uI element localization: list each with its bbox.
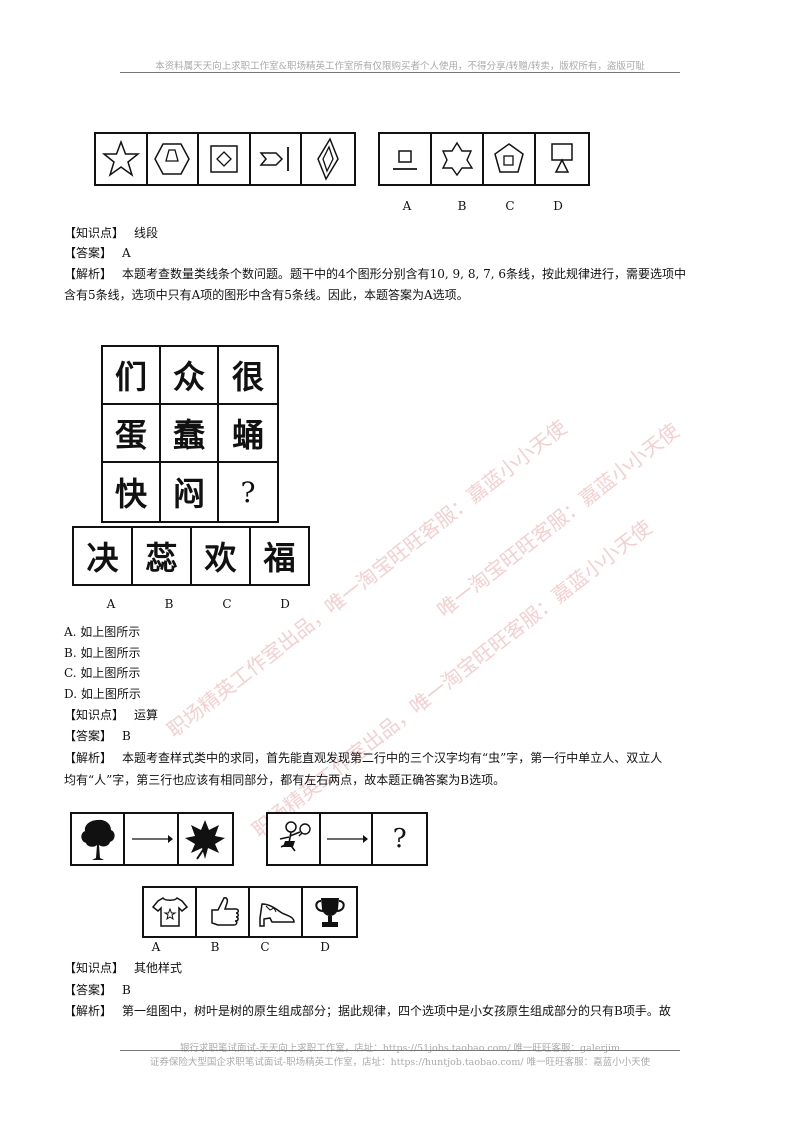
question-mark: ? xyxy=(392,824,407,854)
footer-line-2: 证券保险大型国企求职笔试面试-职场精英工作室，店址：https://huntjo… xyxy=(149,1057,651,1068)
answer-tag: 【答案】 xyxy=(64,983,113,997)
q3-option-figures xyxy=(142,886,358,938)
q2-knowledge: 【知识点】运算 xyxy=(64,705,158,725)
square-triangle-icon xyxy=(536,134,588,184)
square-diamond-icon xyxy=(199,134,251,184)
analysis-tag: 【解析】 xyxy=(64,1004,113,1018)
grid-char: 众 xyxy=(161,347,219,405)
q2-option-label: D xyxy=(280,597,290,611)
trophy-icon xyxy=(303,888,356,936)
q2-answer: 【答案】 B xyxy=(64,726,131,746)
grid-char: 们 xyxy=(103,347,161,405)
knowledge-value: 其他样式 xyxy=(134,961,183,975)
q3-option-label: D xyxy=(320,940,330,954)
grid-char: 蠢 xyxy=(161,405,219,463)
knowledge-tag: 【知识点】 xyxy=(64,708,125,722)
option-char: 欢 xyxy=(192,528,251,584)
q2-option-label: B xyxy=(164,597,174,611)
analysis-tag: 【解析】 xyxy=(64,751,113,765)
option-char: 福 xyxy=(263,539,296,577)
option-char: 决 xyxy=(74,528,133,584)
tshirt-icon xyxy=(144,888,197,936)
arrow-right-icon xyxy=(125,814,179,864)
q1-option-label: A xyxy=(402,199,412,213)
option-char: 蕊 xyxy=(133,528,192,584)
knowledge-value: 线段 xyxy=(134,226,159,240)
answer-value: B xyxy=(122,983,131,997)
analysis-tag: 【解析】 xyxy=(64,267,113,281)
header-divider xyxy=(120,72,680,73)
q1-knowledge: 【知识点】线段 xyxy=(64,223,158,243)
q3-answer: 【答案】 B xyxy=(64,980,131,1000)
analysis-text: 第一组图中，树叶是树的原生组成部分；据此规律，四个选项中是小女孩原生组成部分的只… xyxy=(122,1004,671,1018)
q1-analysis-line: 【解析】本题考查数量类线条个数问题。题干中的4个图形分别含有10, 9, 8, … xyxy=(64,264,686,284)
square-underline-icon xyxy=(380,134,432,184)
thumbs-up-icon xyxy=(197,888,250,936)
arrow-bar-icon xyxy=(251,134,303,184)
q1-option-label: D xyxy=(553,199,563,213)
arrow-right-icon xyxy=(321,814,374,864)
leaf-icon xyxy=(179,814,232,864)
q1-answer: 【答案】 A xyxy=(64,243,131,263)
q2-option-label: A xyxy=(106,597,116,611)
answer-tag: 【答案】 xyxy=(64,246,113,260)
grid-char: 闷 xyxy=(161,463,219,521)
answer-value: A xyxy=(122,246,131,260)
q1-option-label: B xyxy=(457,199,467,213)
footer-line-1: 银行求职笔试面试-天天向上求职工作室，店址：https://51jobs.tao… xyxy=(180,1043,620,1054)
q2-analysis-line: 【解析】本题考查样式类中的求同，首先能直观发现第二行中的三个汉字均有“虫”字，第… xyxy=(64,748,662,768)
pentagon-square-icon xyxy=(484,134,536,184)
answer-value: B xyxy=(122,729,131,743)
shoe-icon xyxy=(250,888,303,936)
q2-option-label: C xyxy=(222,597,232,611)
q1-analysis-line: 含有5条线，选项中只有A项的图形中含有5条线。因此，本题答案为A选项。 xyxy=(64,288,469,302)
tree-icon xyxy=(72,814,126,864)
nested-diamond-icon xyxy=(302,134,354,184)
page-header: 本资料属天天向上求职工作室&职场精英工作室所有仅限购买者个人使用，不得分享/转赠… xyxy=(155,61,645,72)
q3-option-label: C xyxy=(260,940,270,954)
q1-option-label: C xyxy=(505,199,515,213)
q3-option-label: A xyxy=(151,940,161,954)
footer-divider xyxy=(120,1050,680,1051)
analysis-text: 本题考查数量类线条个数问题。题干中的4个图形分别含有10, 9, 8, 7, 6… xyxy=(122,267,686,281)
grid-char: 很 xyxy=(219,347,277,405)
q3-first-group xyxy=(70,812,234,866)
q2-choice: A. 如上图所示 xyxy=(64,625,141,639)
answer-tag: 【答案】 xyxy=(64,729,113,743)
knowledge-tag: 【知识点】 xyxy=(64,226,125,240)
analysis-text: 本题考查样式类中的求同，首先能直观发现第二行中的三个汉字均有“虫”字，第一行中单… xyxy=(122,751,663,765)
q2-choice: B. 如上图所示 xyxy=(64,646,141,660)
q1-option-figures xyxy=(378,132,590,186)
q2-answer-options: 决 蕊 欢 福 xyxy=(72,526,310,586)
hexagon-triangle-icon xyxy=(148,134,200,184)
q3-knowledge: 【知识点】其他样式 xyxy=(64,958,182,978)
q2-analysis-line: 均有“人”字，第三行也应该有相同部分，都有左右两点，故本题正确答案为B选项。 xyxy=(64,773,506,787)
star-polygon-icon xyxy=(432,134,484,184)
girl-tennis-icon xyxy=(268,814,321,864)
q3-analysis-line: 【解析】第一组图中，树叶是树的原生组成部分；据此规律，四个选项中是小女孩原生组成… xyxy=(64,1001,671,1021)
grid-char: 蛋 xyxy=(103,405,161,463)
q3-option-label: B xyxy=(210,940,220,954)
knowledge-value: 运算 xyxy=(134,708,159,722)
star-icon xyxy=(96,134,148,184)
knowledge-tag: 【知识点】 xyxy=(64,961,125,975)
grid-char: 快 xyxy=(103,463,161,521)
q3-second-group: ? xyxy=(266,812,428,866)
question-mark: ? xyxy=(240,475,256,509)
grid-char: 蛹 xyxy=(219,405,277,463)
q2-character-grid: 们 众 很 蛋 蠢 蛹 快 闷 ? xyxy=(101,345,279,523)
q1-stem-figures xyxy=(94,132,356,186)
q2-choice: D. 如上图所示 xyxy=(64,687,141,701)
q2-choice: C. 如上图所示 xyxy=(64,666,141,680)
